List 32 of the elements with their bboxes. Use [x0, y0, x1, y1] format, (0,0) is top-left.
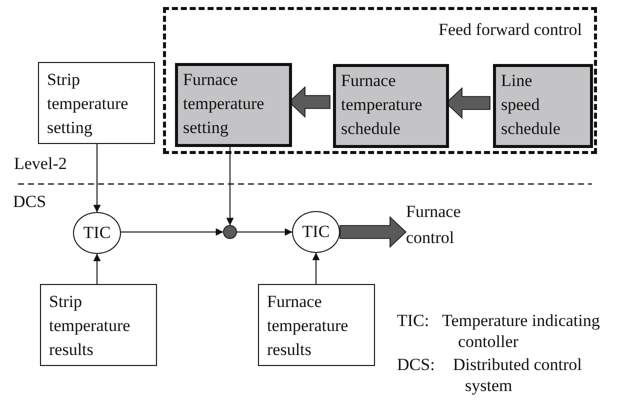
box-text: Furnace temperature schedule [341, 70, 424, 140]
arrow [93, 144, 101, 212]
process-box [175, 63, 292, 147]
process-box [38, 62, 155, 144]
controller-ellipse [73, 212, 121, 254]
controller-label: TIC [302, 222, 330, 242]
controller-ellipse [292, 211, 340, 253]
layer-label: DCS [13, 191, 46, 212]
process-box [493, 64, 593, 148]
process-box [333, 64, 449, 148]
box-text: Line speed schedule [501, 70, 561, 140]
dashed-group-box [163, 7, 597, 154]
arrow [120, 228, 224, 236]
abbreviation-term: TIC: [397, 310, 430, 331]
group-title: Feed forward control [438, 19, 582, 41]
process-box [258, 284, 375, 366]
junction-dot [223, 225, 237, 239]
arrow [236, 228, 292, 236]
controller-label: TIC [83, 223, 111, 243]
abbreviation-definition: Temperature indicating contoller [442, 310, 601, 352]
process-box [40, 284, 157, 366]
box-text: Strip temperature setting [47, 69, 130, 139]
box-text: Strip temperature results [49, 291, 132, 361]
abbreviation-definition: Distributed control system [453, 354, 583, 396]
arrow [312, 252, 320, 284]
arrow [93, 254, 101, 284]
block-arrow [340, 216, 407, 248]
layer-label: Level-2 [14, 153, 67, 174]
box-text: Furnace temperature results [267, 291, 350, 361]
abbreviation-term: DCS: [397, 354, 435, 375]
output-text: Furnace control [406, 199, 496, 251]
box-text: Furnace temperature setting [183, 69, 266, 139]
